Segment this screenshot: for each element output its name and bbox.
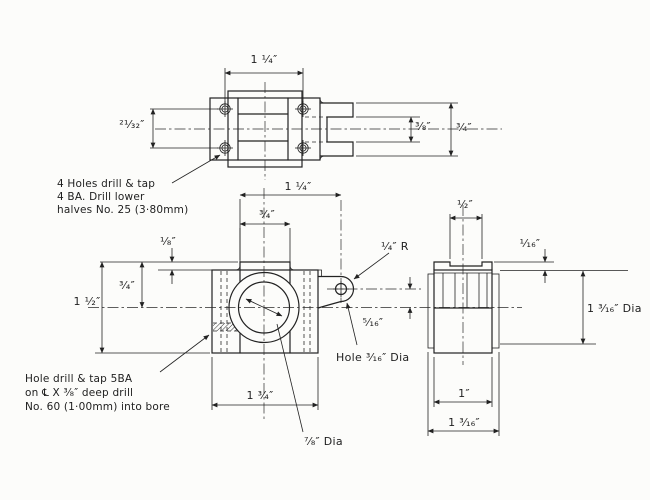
side-dim-slot-label: ¹⁄₂″ xyxy=(457,198,473,211)
tapped-hole xyxy=(217,140,233,156)
front-view-boss xyxy=(239,261,291,271)
note2-line1: Hole drill & tap 5BA xyxy=(25,373,133,385)
top-dim-fork-label: ³⁄₄″ xyxy=(456,121,472,134)
note1-line1: 4 Holes drill & tap xyxy=(57,178,155,190)
front-lug-hole-label: Hole ³⁄₁₆″ Dia xyxy=(336,351,409,364)
side-dim-overall-width-label: 1 ³⁄₁₆″ xyxy=(448,416,480,429)
note1-leader xyxy=(171,154,221,184)
note-4-holes: 4 Holes drill & tap 4 BA. Drill lower ha… xyxy=(57,178,188,216)
top-dim-width-label: 1 ¹⁄₄″ xyxy=(250,53,277,66)
bore-diameter-line xyxy=(245,298,283,317)
side-dim-boss-dia-label: 1 ³⁄₁₆″ Dia xyxy=(587,302,642,315)
note1-line2: 4 BA. Drill lower xyxy=(57,191,145,203)
front-view-lug xyxy=(317,275,355,309)
side-view-right-flange xyxy=(491,273,500,349)
top-view: 1 ¹⁄₄″ ²¹⁄₃₂″ ³⁄₈″ ³⁄₄″ 4 Holes drill & … xyxy=(57,53,502,216)
bore-dia-leader xyxy=(276,323,304,433)
side-dim-body-width-label: 1″ xyxy=(458,387,470,400)
top-view-tapped-holes xyxy=(217,101,311,156)
front-bore-dia-label: ⁷⁄₈″ Dia xyxy=(304,435,343,448)
note-5ba-hole: Hole drill & tap 5BA on ℄ X ³⁄₈″ deep dr… xyxy=(25,373,170,413)
front-view: 1 ¹⁄₄″ ³⁄₄″ ¹⁄₈″ ³⁄₄″ 1 ¹⁄₂″ 1 ³⁄₄″ ⁵⁄₁₆… xyxy=(25,180,522,448)
lug-radius-leader xyxy=(353,252,390,280)
front-lug-radius-label: ¹⁄₄″ R xyxy=(381,240,409,253)
lug-hole-leader xyxy=(345,302,358,346)
side-view-left-flange xyxy=(427,273,435,349)
front-dim-upper-half-label: ³⁄₄″ xyxy=(119,279,135,292)
note1-line3: halves No. 25 (3·80mm) xyxy=(57,204,188,216)
front-view-block xyxy=(211,269,319,354)
side-view-cap xyxy=(433,261,493,271)
note2-leader xyxy=(159,334,210,373)
front-dim-width-label: 1 ³⁄₄″ xyxy=(246,389,273,402)
front-dim-boss-height-label: ¹⁄₈″ xyxy=(160,235,176,248)
side-view: ¹⁄₂″ ¹⁄₁₆″ 1 ³⁄₁₆″ Dia 1″ 1 ³⁄₁₆″ xyxy=(427,198,642,436)
note2-line3: No. 60 (1·00mm) into bore xyxy=(25,401,170,413)
tapped-hole xyxy=(295,140,311,156)
front-dim-boss-width-label: ³⁄₄″ xyxy=(259,208,275,221)
side-dim-lip-label: ¹⁄₁₆″ xyxy=(520,237,541,250)
front-dim-top-width-label: 1 ¹⁄₄″ xyxy=(284,180,311,193)
front-dim-lug-offset-label: ⁵⁄₁₆″ xyxy=(363,316,384,329)
note2-line2: on ℄ X ³⁄₈″ deep drill xyxy=(25,387,133,399)
top-dim-slot-label: ³⁄₈″ xyxy=(415,120,431,133)
front-dim-height-label: 1 ¹⁄₂″ xyxy=(73,295,100,308)
front-view-5ba-hole-section xyxy=(213,323,240,331)
top-view-fork xyxy=(319,102,354,157)
top-dim-height-label: ²¹⁄₃₂″ xyxy=(119,118,144,131)
